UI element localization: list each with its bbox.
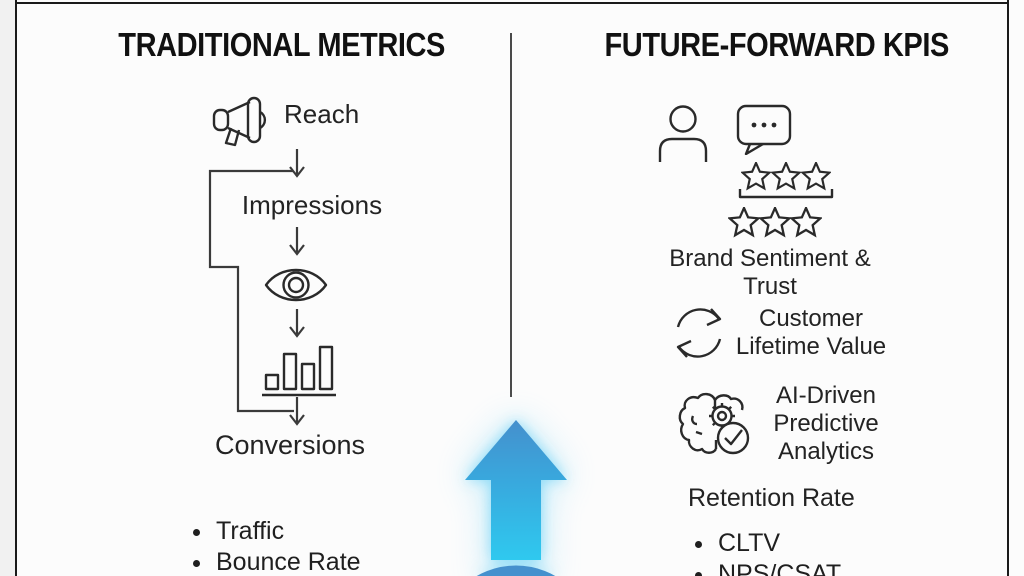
- traditional-metrics-list: Traffic Bounce Rate: [192, 516, 414, 576]
- bar-chart-icon: [262, 345, 336, 397]
- impressions-label: Impressions: [241, 190, 383, 220]
- chat-bubble-icon: [736, 104, 792, 155]
- future-kpis-list: CLTV NPS/CSAT: [694, 528, 936, 576]
- down-arrow-icon: [287, 308, 307, 342]
- growth-arrow-icon: [465, 420, 567, 576]
- retention-rate-label: Retention Rate: [688, 484, 855, 512]
- star-rating-icon: [738, 162, 834, 199]
- customer-lifetime-value-label: Customer Lifetime Value: [735, 305, 887, 360]
- frame-border-left: [15, 0, 17, 576]
- left-margin-strip: [0, 0, 15, 576]
- down-arrow-icon: [287, 226, 307, 260]
- funnel-skip-connector: [208, 169, 294, 413]
- brain-gear-check-icon: [678, 392, 750, 455]
- ai-predictive-analytics-label: AI-Driven Predictive Analytics: [773, 382, 879, 465]
- megaphone-icon: [212, 96, 267, 147]
- list-item: CLTV: [716, 528, 936, 559]
- right-column-title: FUTURE-FORWARD KPIS: [604, 26, 949, 63]
- frame-border-top: [15, 2, 1007, 4]
- list-item: Traffic: [214, 516, 414, 547]
- brand-sentiment-label: Brand Sentiment & Trust: [669, 245, 871, 300]
- conversions-label: Conversions: [214, 430, 366, 460]
- person-icon: [658, 105, 708, 162]
- down-arrow-icon: [287, 396, 307, 430]
- left-column-title: TRADITIONAL METRICS: [118, 26, 445, 63]
- eye-icon: [264, 268, 328, 302]
- list-item: NPS/CSAT: [716, 559, 936, 576]
- reach-label: Reach: [284, 99, 360, 129]
- list-item: Bounce Rate: [214, 547, 414, 576]
- column-divider: [510, 33, 512, 397]
- star-rating-icon: [728, 207, 822, 237]
- refresh-cycle-icon: [676, 308, 722, 358]
- frame-border-right: [1007, 0, 1009, 576]
